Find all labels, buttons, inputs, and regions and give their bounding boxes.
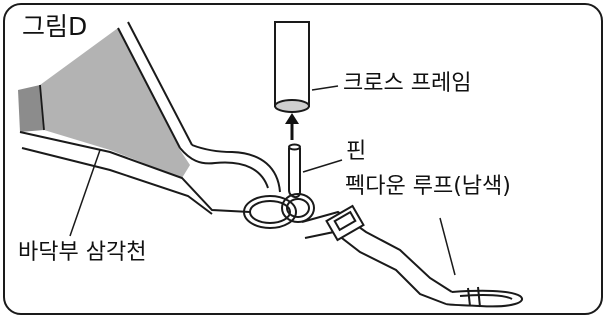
floor-triangle-leader	[69, 149, 101, 237]
fabric-edge-band	[19, 21, 281, 215]
pin-label: 핀	[346, 139, 367, 164]
cross-frame-label: 크로스 프레임	[343, 71, 472, 96]
pin	[288, 143, 343, 198]
figure-label: 그림D	[22, 12, 88, 41]
arrow-up-icon	[285, 113, 299, 140]
cross-frame-pole	[274, 21, 339, 113]
floor-triangle-label: 바닥부 삼각천	[18, 240, 147, 265]
metal-rings	[243, 193, 315, 229]
pegdown-loop-strap	[301, 204, 523, 308]
pegdown-loop-label: 펙다운 루프(남색)	[345, 174, 511, 199]
floor-triangle-fabric	[18, 28, 190, 178]
